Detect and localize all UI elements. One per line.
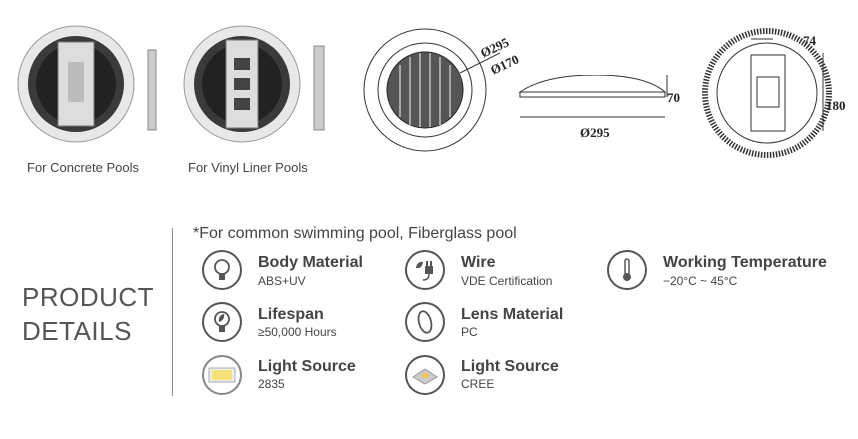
spec-light-source-cree — [405, 355, 445, 395]
section-title-line1: PRODUCT — [22, 282, 155, 312]
plug-icon — [405, 250, 445, 290]
divider — [172, 228, 173, 396]
spec-value: 2835 — [258, 377, 285, 391]
caption-vinyl-pools: For Vinyl Liner Pools — [188, 160, 308, 175]
spec-title: Wire — [461, 254, 496, 271]
eco-bulb-icon — [202, 302, 242, 342]
lens-icon — [405, 302, 445, 342]
product-photos — [17, 25, 325, 143]
spec-light-source-2835 — [202, 355, 242, 395]
vinyl-pool-light-photo — [183, 25, 325, 143]
smd-led-icon — [202, 355, 242, 395]
back-view-drawing — [702, 28, 832, 158]
spec-value: CREE — [461, 377, 495, 391]
spec-wire — [405, 250, 445, 290]
spec-lens-material — [405, 302, 445, 342]
spec-working-temperature — [607, 250, 647, 290]
spec-title: Light Source — [258, 358, 356, 375]
side-view-drawing — [518, 75, 668, 118]
spec-lifespan — [202, 302, 242, 342]
caption-concrete-pools: For Concrete Pools — [27, 160, 139, 175]
spec-title: Body Material — [258, 254, 363, 271]
pool-note: *For common swimming pool, Fiberglass po… — [193, 225, 517, 242]
bracket-width-label: 74 — [803, 33, 816, 48]
spec-value: ABS+UV — [258, 274, 306, 288]
cree-led-icon — [405, 355, 445, 395]
spec-value: PC — [461, 325, 478, 339]
bracket-height-label: 180 — [826, 98, 846, 113]
thermometer-icon — [607, 250, 647, 290]
spec-value: VDE Certification — [461, 274, 553, 288]
side-height-label: 70 — [667, 90, 680, 105]
side-width-label: Ø295 — [580, 125, 610, 140]
bulb-icon — [202, 250, 242, 290]
front-view-drawing — [363, 28, 500, 152]
spec-value: ≥50,000 Hours — [258, 325, 337, 339]
spec-value: −20°C ~ 45°C — [663, 274, 738, 288]
spec-title: Light Source — [461, 358, 559, 375]
spec-title: Working Temperature — [663, 254, 827, 271]
section-title-line2: DETAILS — [22, 316, 132, 346]
section-title: PRODUCT DETAILS — [22, 280, 154, 348]
concrete-pool-light-photo — [17, 25, 157, 143]
spec-title: Lens Material — [461, 306, 564, 323]
spec-body-material — [202, 250, 242, 290]
spec-title: Lifespan — [258, 306, 324, 323]
